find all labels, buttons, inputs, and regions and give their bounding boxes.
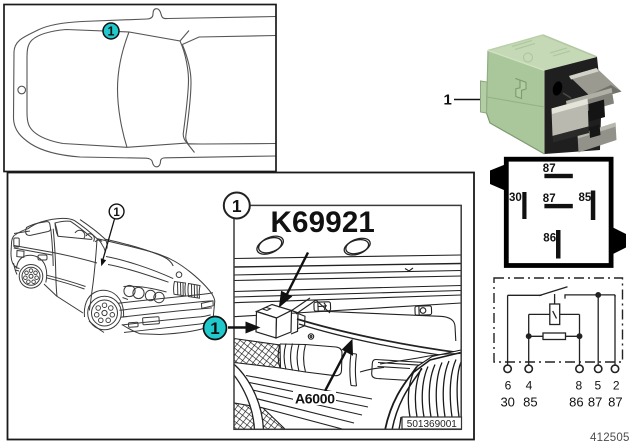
svg-text:1: 1 xyxy=(108,25,115,39)
svg-text:86: 86 xyxy=(569,394,583,409)
svg-text:87: 87 xyxy=(543,163,556,175)
svg-text:A6000: A6000 xyxy=(295,391,335,407)
svg-text:87: 87 xyxy=(543,193,556,205)
svg-text:30: 30 xyxy=(509,192,522,204)
svg-text:412505: 412505 xyxy=(590,432,630,444)
svg-text:87: 87 xyxy=(608,394,622,409)
svg-text:87: 87 xyxy=(588,394,602,409)
svg-text:8: 8 xyxy=(575,379,582,393)
svg-text:4: 4 xyxy=(526,379,533,393)
svg-text:85: 85 xyxy=(579,192,592,204)
svg-text:K69921: K69921 xyxy=(271,206,376,239)
svg-text:5: 5 xyxy=(594,379,601,393)
svg-text:501369001: 501369001 xyxy=(407,419,457,430)
svg-text:1: 1 xyxy=(232,196,242,216)
svg-text:6: 6 xyxy=(505,379,512,393)
svg-text:2: 2 xyxy=(613,379,620,393)
svg-text:1: 1 xyxy=(113,207,120,219)
svg-text:1: 1 xyxy=(210,319,219,338)
svg-text:86: 86 xyxy=(543,233,556,245)
svg-text:1: 1 xyxy=(444,92,452,109)
svg-text:30: 30 xyxy=(500,394,514,409)
svg-text:85: 85 xyxy=(523,394,537,409)
